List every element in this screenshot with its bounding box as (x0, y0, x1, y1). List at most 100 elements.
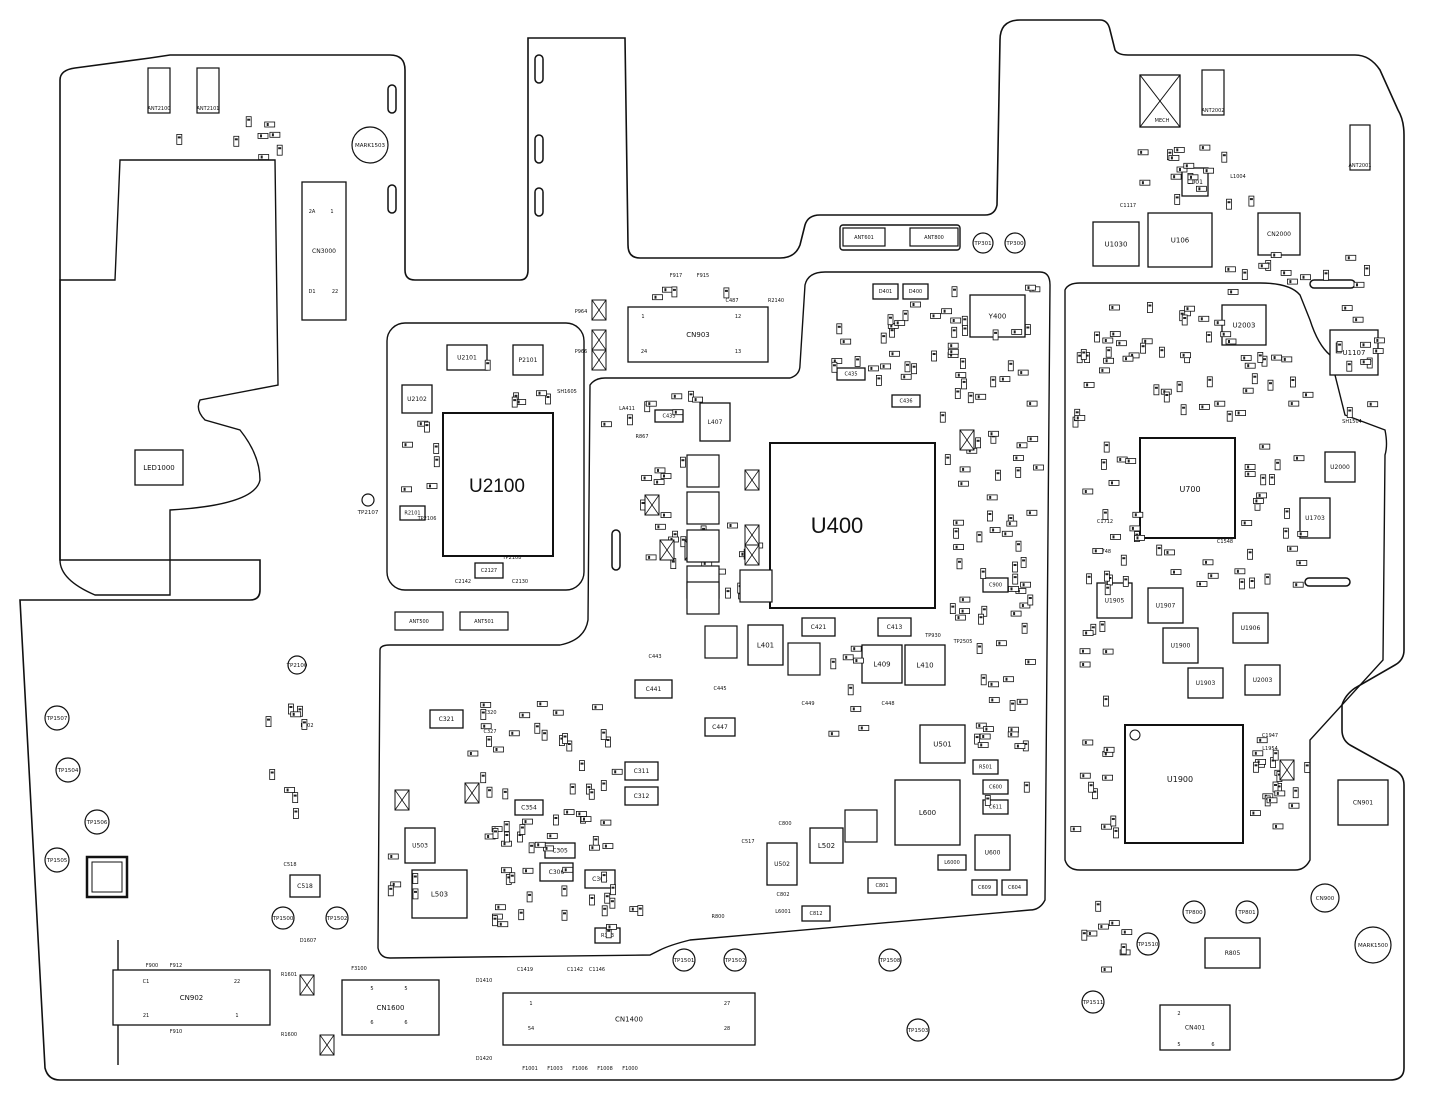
chip-c600[interactable] (982, 779, 1009, 795)
tp-tp1500[interactable] (271, 906, 295, 930)
chip-c436[interactable] (891, 394, 921, 408)
ant-ant2002[interactable] (1201, 69, 1225, 116)
u700-chip[interactable] (1139, 437, 1236, 539)
chip-l503[interactable] (411, 869, 468, 919)
passive-pad-terminal (545, 846, 548, 850)
tp-tp801[interactable] (1235, 900, 1259, 924)
chip-cn902[interactable] (112, 969, 271, 1026)
chip-l6000[interactable] (937, 854, 967, 871)
chip-cn1400[interactable] (502, 992, 756, 1046)
tp-tp1503[interactable] (906, 1018, 930, 1042)
chip-cn903[interactable] (627, 306, 769, 363)
chip-u1900[interactable] (1162, 627, 1199, 664)
chip-c435[interactable] (836, 367, 866, 381)
tp-tp1502[interactable] (325, 906, 349, 930)
chip-c518[interactable] (289, 874, 321, 898)
chip-label-c441: C441 (646, 686, 662, 693)
chip-u1030[interactable] (1092, 221, 1140, 267)
chip-c301[interactable] (584, 869, 616, 889)
chip-c354[interactable] (514, 799, 544, 816)
chip-cn3000[interactable] (301, 181, 347, 321)
passive-pad-terminal (603, 907, 607, 910)
tp-tp1501[interactable] (672, 948, 696, 972)
tp-tp2107[interactable] (361, 493, 375, 507)
chip-l401[interactable] (747, 624, 784, 666)
passive-pad-terminal (1105, 444, 1109, 447)
tp-mark1503[interactable] (351, 126, 389, 164)
ant-ant2100[interactable] (147, 67, 171, 114)
chip-l409[interactable] (861, 644, 903, 684)
chip-c609[interactable] (971, 879, 998, 896)
chip-r2101[interactable] (399, 505, 426, 521)
tp-tp2100[interactable] (287, 655, 307, 675)
tp-tp1502b[interactable] (723, 948, 747, 972)
tp-cn900[interactable] (1310, 883, 1340, 913)
tp-tp800[interactable] (1182, 900, 1206, 924)
ant-ant601[interactable] (842, 227, 886, 247)
tp-tp300[interactable] (1004, 232, 1026, 254)
tp-tp1510[interactable] (1136, 932, 1160, 956)
chip-cn2000[interactable] (1257, 212, 1301, 256)
chip-c413[interactable] (877, 617, 912, 637)
chip-led1000[interactable] (134, 449, 184, 486)
chip-c311[interactable] (624, 761, 659, 781)
chip-u2102[interactable] (401, 384, 433, 414)
tp-tp1505[interactable] (44, 847, 70, 873)
ant-ant800[interactable] (909, 227, 959, 247)
passive-pad (1364, 264, 1370, 276)
passive-pad (627, 414, 633, 426)
chip-u501[interactable] (919, 724, 966, 764)
ant-ant2101[interactable] (196, 67, 220, 114)
chip-c801[interactable] (867, 877, 897, 894)
chip-d400[interactable] (902, 283, 929, 300)
chip-c441[interactable] (634, 679, 673, 699)
chip-u106[interactable] (1147, 212, 1213, 268)
tp-tp1504[interactable] (55, 757, 81, 783)
chip-c812[interactable] (801, 905, 831, 922)
chip-l502[interactable] (809, 827, 844, 864)
chip-r501[interactable] (972, 759, 999, 775)
chip-u1903[interactable] (1187, 667, 1224, 699)
chip-c321[interactable] (429, 709, 464, 729)
chip-d401[interactable] (872, 283, 899, 300)
chip-r805[interactable] (1204, 937, 1261, 969)
tp-label-tp2107: TP2107 (357, 510, 379, 516)
ant-ant2001[interactable] (1349, 124, 1371, 171)
u1900-chip[interactable] (1124, 724, 1244, 844)
chip-c447[interactable] (704, 717, 736, 737)
tp-tp1508[interactable] (878, 948, 902, 972)
tp-tp301[interactable] (972, 232, 994, 254)
chip-l407[interactable] (699, 402, 731, 442)
chip-c2127[interactable] (474, 562, 504, 579)
chip-c604[interactable] (1001, 879, 1028, 896)
chip-c421[interactable] (801, 617, 836, 637)
tp-mark1500[interactable] (1354, 926, 1392, 964)
ant-ant500[interactable] (394, 611, 444, 631)
chip-u1906[interactable] (1232, 612, 1269, 644)
chip-u1907[interactable] (1147, 587, 1184, 624)
chip-l600[interactable] (894, 779, 961, 846)
chip-u600[interactable] (974, 834, 1011, 871)
chip-cn901[interactable] (1337, 779, 1389, 826)
chip-u2003b[interactable] (1244, 664, 1281, 696)
tp-tp1511[interactable] (1081, 990, 1105, 1014)
chip-u1905[interactable] (1096, 582, 1133, 619)
ant-ant501[interactable] (459, 611, 509, 631)
chip-l410[interactable] (904, 644, 946, 686)
chip-u2003[interactable] (1221, 304, 1267, 346)
chip-cn1600[interactable] (341, 979, 440, 1036)
u400-chip[interactable] (769, 442, 936, 609)
chip-p2101[interactable] (512, 344, 544, 376)
passive-pad (951, 326, 958, 338)
u2100-chip[interactable] (442, 412, 554, 557)
chip-u503[interactable] (404, 827, 436, 864)
chip-c312[interactable] (624, 786, 659, 806)
chip-c900[interactable] (982, 577, 1009, 593)
tp-tp1506[interactable] (84, 809, 110, 835)
chip-cn401[interactable] (1159, 1004, 1231, 1051)
passive-pad-terminal (648, 555, 651, 559)
chip-u502[interactable] (766, 842, 798, 886)
tp-tp1507[interactable] (44, 705, 70, 731)
chip-u2101[interactable] (446, 344, 488, 371)
chip-u2000[interactable] (1324, 451, 1356, 483)
